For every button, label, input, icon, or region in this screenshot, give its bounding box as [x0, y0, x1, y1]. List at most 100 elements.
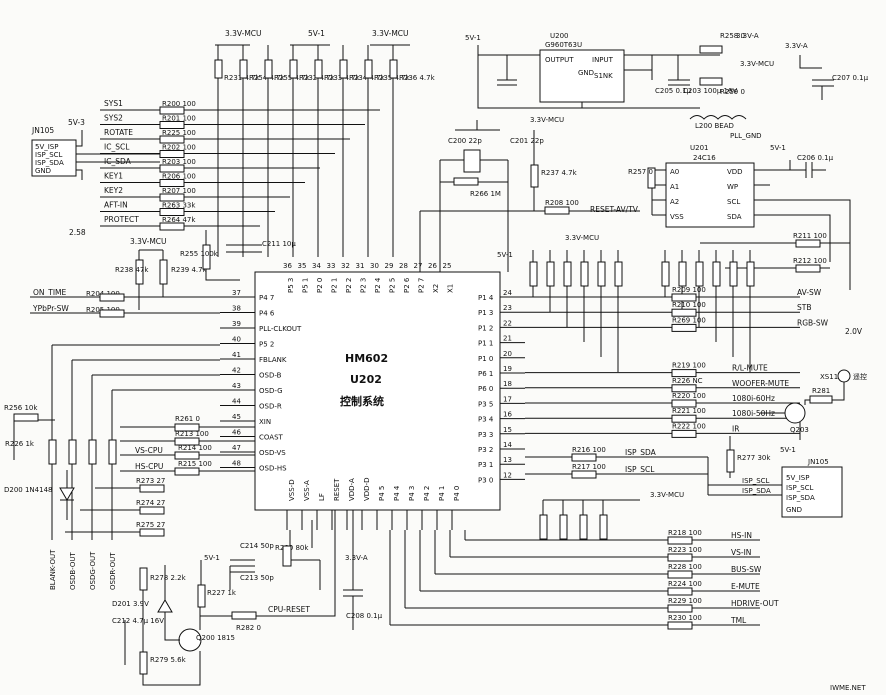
top-pin-number: 32	[341, 262, 350, 270]
right-pin-number: 22	[503, 319, 512, 327]
left-pin-name: COAST	[259, 434, 284, 442]
r256-label: R256 10k	[4, 404, 38, 412]
blank-output-label: OSDB-OUT	[69, 552, 77, 590]
left-pin-name: P4 7	[259, 294, 274, 302]
right-output-res-label: R269 100	[672, 316, 706, 324]
eeprom-wires	[651, 169, 851, 290]
right-pin-number: 19	[503, 365, 512, 373]
r259-resistor	[699, 77, 723, 86]
bottom-output-res-label: R218 100	[668, 529, 702, 537]
right-output-res	[671, 323, 697, 332]
osd-input-name: HS-CPU	[135, 462, 163, 471]
c208-label: C208 0.1µ	[346, 612, 383, 620]
top-pin-name: P2 6	[403, 277, 411, 293]
q203-transistor	[784, 402, 806, 424]
left-pin-number: 43	[232, 382, 241, 390]
right-bank-res	[546, 261, 555, 287]
r227-resistor	[197, 584, 206, 608]
right-bank-res	[712, 261, 721, 287]
mcu-label-reg: 3.3V-MCU	[740, 60, 774, 68]
bottom-pin-name: P4 5	[378, 486, 386, 501]
right-pin-number: 16	[503, 411, 512, 419]
regulator-part: G960T63U	[545, 41, 582, 49]
c207-cap	[799, 55, 834, 100]
crystal	[463, 149, 481, 173]
top-pin-name: P2 5	[389, 278, 397, 293]
bottom-output-res	[667, 621, 693, 630]
right-bank-res	[597, 261, 606, 287]
q203-label: Q203	[790, 426, 809, 434]
right-bank-res	[563, 261, 572, 287]
rc-res-body	[139, 506, 165, 515]
eeprom-part: 24C16	[693, 154, 716, 162]
r213-label: R213 100	[175, 430, 209, 438]
blank-output-res	[48, 439, 57, 465]
osd-input-name: VS-CPU	[135, 446, 163, 455]
right-pin-number: 13	[503, 456, 512, 464]
r239-resistor	[159, 259, 168, 285]
bottom-pin-name: P4 2	[423, 486, 431, 501]
left-signal-name: KEY1	[104, 172, 123, 181]
top-res-body	[264, 59, 273, 79]
rc-res-body	[139, 528, 165, 537]
r280-resistor	[282, 545, 292, 567]
right-output-name: 1080i-60Hz	[732, 394, 775, 403]
r279-label: R279 5.6k	[150, 656, 187, 664]
cpu-reset-label: CPU-RESET	[268, 605, 310, 614]
blank-output-label: OSDR-OUT	[109, 552, 117, 590]
right-resistor-bank	[529, 250, 755, 372]
mcu-label-1: 3.3V-MCU	[225, 29, 262, 38]
left-signal-res	[159, 135, 185, 144]
bottom-output-name: HS-IN	[731, 531, 752, 540]
left-signal-name: KEY2	[104, 186, 123, 195]
bottom-output-name: HDRIVE-OUT	[731, 599, 779, 608]
bead-label: L200 BEAD	[695, 122, 734, 130]
right-bank-res	[729, 261, 738, 287]
top-res-body	[339, 59, 348, 79]
left-pin-name: FBLANK	[259, 356, 287, 364]
regulator-gnd: GND	[578, 69, 594, 77]
va-label-bottom: 3.3V-A	[345, 554, 368, 562]
top-res-body	[289, 59, 298, 79]
left-signal-name: AFT-IN	[104, 201, 128, 210]
rc-res-label: R275 27	[136, 521, 165, 529]
top-pin-name: X1	[447, 284, 455, 293]
osd-input-res-label: R215 100	[178, 460, 212, 468]
right-bank-res	[529, 261, 538, 287]
left-pin-number: 41	[232, 351, 241, 359]
right-pin-name: P3 2	[478, 446, 493, 454]
left-pin-name: OSD-G	[259, 387, 283, 395]
right-pin-name: P3 5	[478, 400, 493, 408]
right-pin-number: 23	[503, 304, 512, 312]
r266-label: R266 1M	[470, 190, 501, 198]
c206-cap	[789, 160, 826, 178]
left-pin-number: 39	[232, 320, 241, 328]
right-pin-name: P1 3	[478, 309, 493, 317]
reset-wires	[229, 520, 321, 590]
jn105-right-pin-1: 5V_ISP	[786, 474, 809, 482]
top-pin-name: P2 0	[316, 278, 324, 293]
rc-res-body	[139, 484, 165, 493]
isp-name: ISP_SDA	[625, 448, 657, 457]
bottom-pin-name: VSS-A	[303, 480, 311, 501]
xs11-symbol: 遥控	[853, 372, 867, 381]
main-ic-name: HM602	[345, 352, 388, 365]
jn105-left-box	[31, 139, 77, 177]
r237-mcu-label: 3.3V-MCU	[530, 116, 564, 124]
eeprom-ref: U201	[690, 144, 708, 152]
right-output-name: RGB-SW	[797, 318, 829, 327]
r211-r212-wires	[700, 242, 850, 269]
reset-av-label: RESET-AV/TV	[590, 205, 639, 214]
r239-mcu-label: 3.3V-MCU	[130, 237, 167, 246]
r282-label: R282 0	[236, 624, 261, 632]
bottom-output-res-label: R223 100	[668, 546, 702, 554]
c200-label: C200 22p	[448, 137, 482, 145]
isp-res-label: R217 100	[572, 463, 606, 471]
right-pin-number: 17	[503, 395, 512, 403]
main-ic-body	[254, 271, 501, 511]
right-output-res-label: R220 100	[672, 392, 706, 400]
